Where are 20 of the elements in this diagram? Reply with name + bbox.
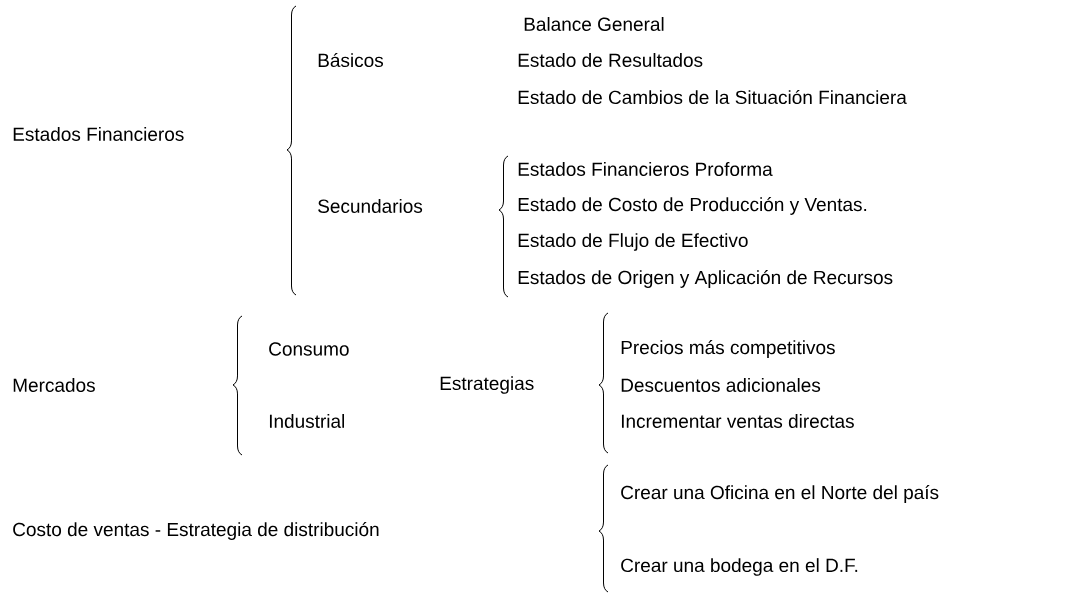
label: Crear una Oficina en el Norte del país <box>621 485 939 503</box>
label: Estado de Cambios de la Situación Financiera <box>518 89 907 105</box>
label: Estrategias <box>440 376 534 394</box>
label: Precios más competitivos <box>621 340 835 358</box>
label: Básicos <box>318 52 384 68</box>
label: Mercados <box>13 378 95 392</box>
label: Descuentos adicionales <box>621 378 821 392</box>
label: Estado de Resultados <box>518 53 703 67</box>
label: Estado de Costo de Producción y Ventas. <box>518 197 867 215</box>
label: Estados Financieros Proforma <box>518 162 773 176</box>
label: Balance General <box>524 17 664 31</box>
label: Estados de Origen y Aplicación de Recursos <box>518 270 893 288</box>
label: Costo de ventas - Estrategia de distribución <box>13 522 379 540</box>
label: Estados Financieros <box>13 127 184 141</box>
label: Crear una bodega en el D.F. <box>621 558 858 576</box>
label: Industrial <box>269 414 344 428</box>
label: Consumo <box>269 342 349 356</box>
label: Incrementar ventas directas <box>621 414 854 428</box>
label: Estado de Flujo de Efectivo <box>518 233 748 251</box>
label: Secundarios <box>318 199 423 213</box>
